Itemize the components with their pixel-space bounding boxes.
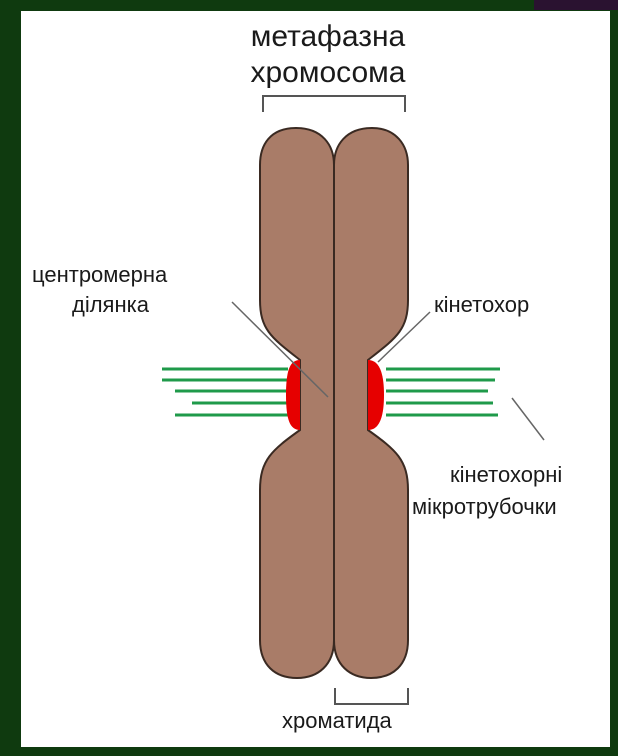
centromere-label-line-1: центромерна	[32, 262, 167, 288]
microtubules-right	[386, 369, 500, 415]
title-line-1: метафазна	[228, 20, 428, 54]
kinetochore-label: кінетохор	[434, 292, 529, 318]
kinetochore-left	[286, 360, 300, 430]
microtubules-pointer	[512, 398, 544, 440]
microtubules-label-line-2: мікротрубочки	[412, 494, 557, 520]
kinetochore-right	[368, 360, 384, 430]
chromosome-bracket	[263, 96, 405, 112]
chromatid-bracket	[335, 688, 408, 704]
chromatid-label: хроматида	[282, 708, 392, 734]
centromere-label-line-2: ділянка	[72, 292, 149, 318]
title-line-2: хромосома	[228, 56, 428, 90]
microtubules-left	[162, 369, 288, 415]
microtubules-label-line-1: кінетохорні	[450, 462, 562, 488]
